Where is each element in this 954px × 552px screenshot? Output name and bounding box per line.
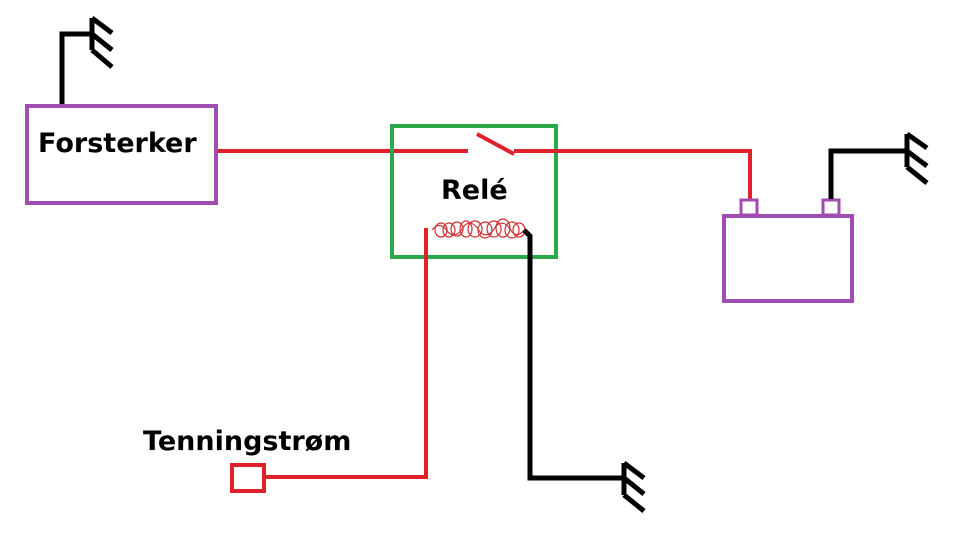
coil-icon [431,218,526,239]
ground-icon [621,461,646,513]
relay: Relé [390,124,558,259]
battery-ground [828,131,929,199]
amplifier-ground-wire [59,31,92,104]
battery [722,198,854,303]
ignition-terminal [230,463,266,493]
amplifier-label: Forsterker [38,128,197,159]
ground-icon [89,16,114,69]
relay-label: Relé [441,175,508,206]
switch-icon [476,132,515,156]
battery-positive-wire [514,149,752,199]
amplifier: Forsterker [25,104,218,205]
battery-negative-terminal [821,198,841,217]
ignition-label: Tenningstrøm [143,426,351,457]
coil-ground [522,228,646,513]
battery-positive-terminal [739,198,759,217]
amplifier-box [25,104,218,205]
battery-ground-wire [828,148,907,199]
ground-icon [904,131,929,185]
ignition-wire [266,228,428,479]
battery-box [722,214,854,303]
coil-ground-wire [522,228,624,481]
ignition: Tenningstrøm [143,426,351,493]
relay-box [390,124,558,259]
amplifier-ground [59,16,114,104]
